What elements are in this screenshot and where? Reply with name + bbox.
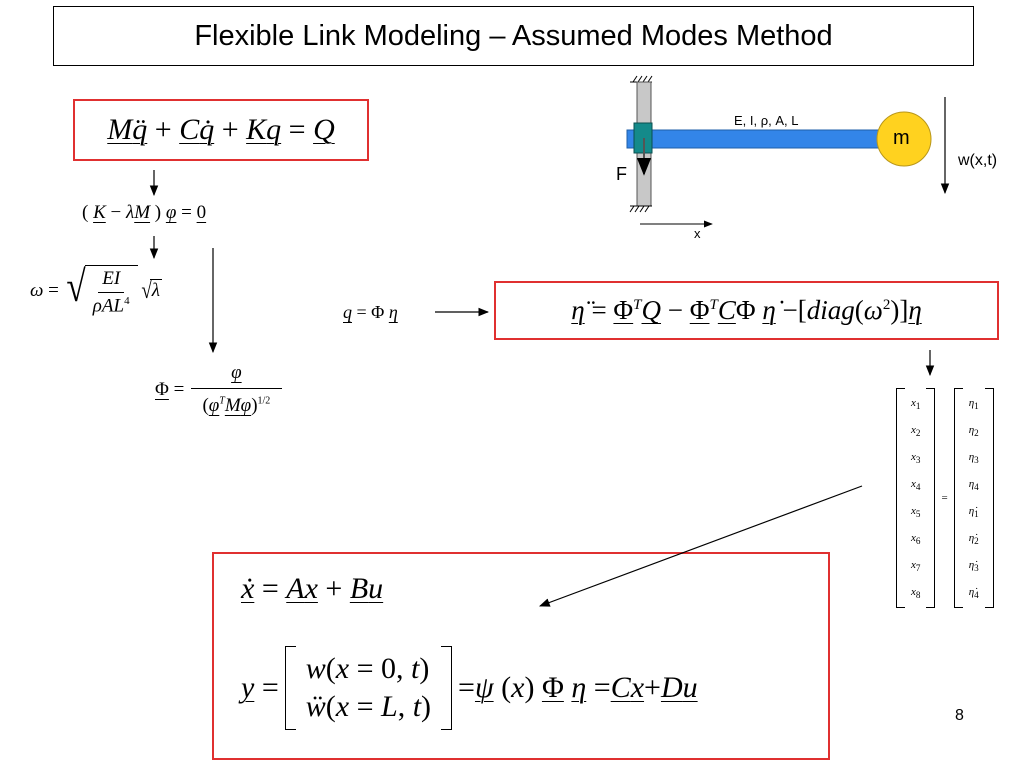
ground-hatch-bottom	[629, 205, 652, 213]
equation-of-motion-box: Mq̈ + Cq̇ + Kq = Q	[73, 99, 369, 161]
tip-mass	[876, 111, 932, 167]
x-axis-label: x	[694, 226, 701, 241]
ground-hatch-top	[630, 75, 653, 83]
flexible-link-diagram	[626, 75, 950, 228]
flexible-beam	[626, 129, 893, 149]
beam-properties-label: E, I, ρ, A, L	[734, 113, 799, 128]
normalized-mode-equation: Φ = φ(φTMφ)1/2	[155, 362, 284, 417]
modal-substitution: q = Φ η	[343, 302, 398, 322]
output-equation: y = w(x = 0, t) ẅ(x = L, t) = ψ (x) Φ η …	[241, 646, 698, 730]
modal-equation: η̈ = ΦTQ − ΦTCΦ η̇ −[diag(ω2)]η	[571, 295, 922, 325]
slide-title: Flexible Link Modeling – Assumed Modes M…	[53, 6, 974, 66]
page-number: 8	[955, 707, 964, 724]
state-equation: ẋ = Ax + Bu	[241, 572, 384, 605]
state-space-box: ẋ = Ax + Bu y = w(x = 0, t) ẅ(x = L, t) …	[212, 552, 830, 760]
eigenvalue-equation: ( K − λM ) φ = 0	[82, 202, 207, 223]
force-label: F	[616, 164, 627, 184]
arrow-state-to-state-space	[538, 485, 863, 607]
tip-mass-label: m	[893, 127, 910, 149]
modal-equation-box: η̈ = ΦTQ − ΦTCΦ η̇ −[diag(ω2)]η	[494, 281, 999, 340]
equation-of-motion: Mq̈ + Cq̇ + Kq = Q	[107, 113, 335, 146]
deflection-label: w(x,t)	[958, 152, 998, 169]
